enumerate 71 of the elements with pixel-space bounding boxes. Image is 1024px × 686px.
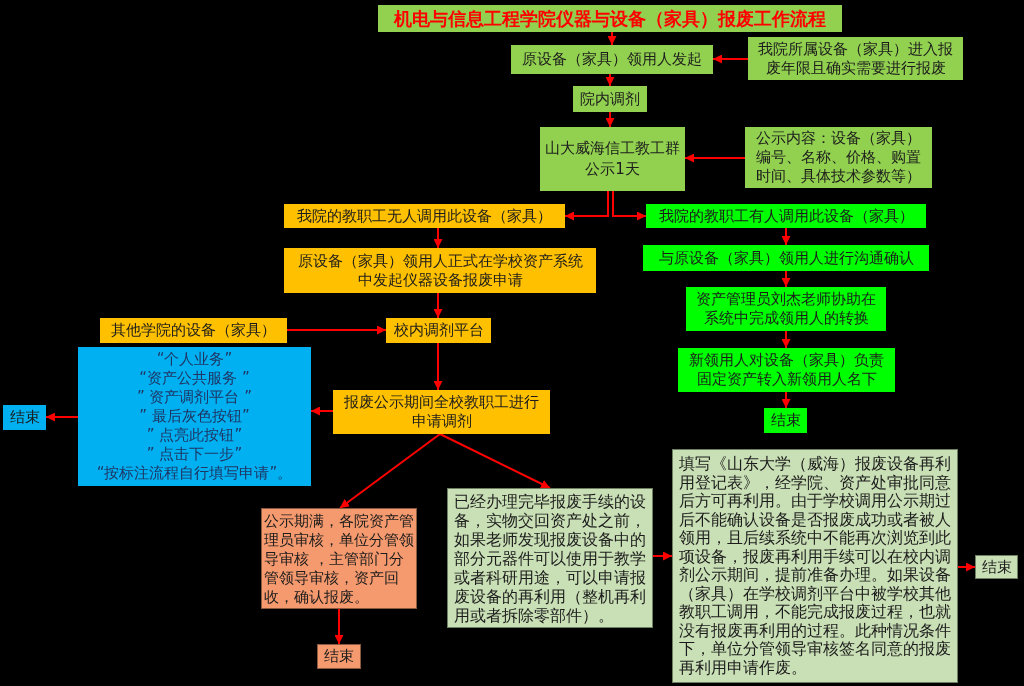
menu-step-text: ” 点亮此按钮” xyxy=(146,426,243,445)
title-box xyxy=(378,5,842,32)
arrow xyxy=(652,551,673,561)
end-box xyxy=(317,644,361,669)
arrow xyxy=(781,391,791,409)
note-text: 填写《山东大学（威海）报废设备再利用登记表》，经学院、资产处审批同意后方可再利用。由于学校调用公示期过后不能确认设备是否报废成功或者被人领用，且后续系统中不能再次浏览到此项设备，报废再利用手续可以在校内调剂公示期间，提前准备办理。如果设备（家具）在学校调剂平台中被学校其他教职工调用，不能完成报废过程，也就没有报废再利用的过程。此种情况条件下，单位分管领导审核签名同意的报废再利用申请作废。 xyxy=(679,455,951,677)
step-text: 山大威海信工教工群公示1天 xyxy=(544,138,681,180)
step-text: 资产管理员刘杰老师协助在系统中完成领用人的转换 xyxy=(695,290,877,328)
arrow xyxy=(564,190,609,221)
process-box xyxy=(333,390,550,434)
arrow xyxy=(607,31,617,46)
title-text: 机电与信息工程学院仪器与设备（家具）报废工作流程 xyxy=(394,7,826,30)
note-text: 公示内容：设备（家具）编号、名称、价格、购置时间、具体技术参数等） xyxy=(755,129,922,186)
arrow xyxy=(433,292,443,319)
process-box xyxy=(284,248,596,293)
process-box xyxy=(540,127,685,191)
arrow xyxy=(439,433,551,489)
process-box xyxy=(284,204,565,228)
menu-step-text: “资产公共服务 ” xyxy=(139,369,250,388)
instruction-box xyxy=(78,347,311,486)
note-text: 我院所属设备（家具）进入报废年限且确实需要进行报废 xyxy=(757,39,954,78)
arrow xyxy=(334,608,344,645)
arrow xyxy=(45,412,79,422)
step-text: 报废公示期间全校教职工进行申请调剂 xyxy=(343,393,540,431)
end-box xyxy=(3,405,46,430)
note-text: 已经办理完毕报废手续的设备，实物交回资产处之前，如果老师发现报废设备中的部分元器件可以使用于教学或者科研用途，可以申请报废设备的再利用（整机再利用或者拆除零部件）。 xyxy=(454,491,646,625)
process-box xyxy=(678,348,895,392)
menu-step-text: ” 资产调剂平台 ” xyxy=(136,388,253,407)
step-text: 我院的教职工有人调用此设备（家具） xyxy=(658,206,914,226)
arrow xyxy=(712,54,749,64)
note-box xyxy=(745,127,932,188)
end-box xyxy=(764,408,807,433)
process-box xyxy=(511,45,713,74)
end-text: 结束 xyxy=(770,411,801,430)
arrow xyxy=(605,111,615,128)
process-box xyxy=(646,204,926,228)
step-text: 新领用人对设备（家具）负责固定资产转入新领用人名下 xyxy=(688,351,885,389)
step-text: 与原设备（家具）领用人进行沟通确认 xyxy=(658,248,914,268)
menu-step-text: “按标注流程自行填写申请”。 xyxy=(96,464,293,483)
end-text: 结束 xyxy=(9,408,40,427)
arrow xyxy=(605,73,615,87)
process-box xyxy=(573,86,647,112)
process-box xyxy=(686,287,886,331)
menu-step-text: ” 最后灰色按钮” xyxy=(139,407,250,426)
step-text: 公示期满，各院资产管理员审核，单位分管领导审核 ，主管部门分管领导审核，资产回收，确认报废。 xyxy=(264,511,414,606)
arrow xyxy=(781,330,791,349)
arrow xyxy=(684,153,746,163)
process-box xyxy=(643,245,929,271)
arrow xyxy=(957,562,976,572)
menu-step-text: ” 点击下一步” xyxy=(146,445,243,464)
arrow xyxy=(286,325,387,335)
step-text: 院内调剂 xyxy=(580,89,640,109)
arrow xyxy=(310,406,334,416)
arrow xyxy=(612,190,647,221)
step-text: 其他学院的设备（家具） xyxy=(111,321,276,340)
process-box xyxy=(100,318,287,343)
end-text: 结束 xyxy=(324,647,354,666)
arrow xyxy=(433,342,443,391)
step-text: 原设备（家具）领用人正式在学校资产系统中发起仪器设备报废申请 xyxy=(296,251,584,290)
process-box xyxy=(386,318,491,343)
note-box xyxy=(748,37,963,80)
step-text: 原设备（家具）领用人发起 xyxy=(522,50,702,69)
step-text: 我院的教职工无人调用此设备（家具） xyxy=(297,206,552,226)
arrow xyxy=(781,270,791,288)
arrow xyxy=(433,227,443,249)
arrow xyxy=(781,227,791,246)
menu-step-text: “个人业务” xyxy=(156,350,233,369)
end-text: 结束 xyxy=(981,557,1012,577)
end-box xyxy=(975,555,1018,579)
step-text: 校内调剂平台 xyxy=(393,321,484,340)
arrow xyxy=(339,433,441,509)
